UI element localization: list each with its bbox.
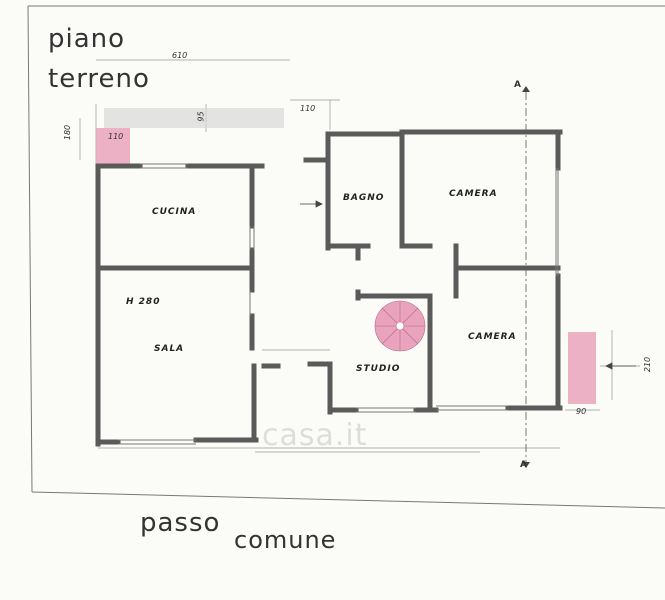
spiral-stair [374, 300, 426, 352]
watermark-logo: casa.it [262, 418, 368, 453]
room-label-sala: SALA [154, 344, 185, 354]
room-label-camera-right: CAMERA [468, 332, 517, 342]
entry-arrows [300, 200, 636, 370]
room-height-label: H 280 [126, 297, 161, 307]
dimension-210: 210 [643, 356, 653, 373]
title-line-2: terreno [48, 64, 150, 94]
window-lines [118, 163, 559, 445]
dimension-110-left: 110 [108, 132, 124, 141]
dimension-90: 90 [576, 407, 587, 416]
faded-strip [104, 108, 284, 128]
dimension-95: 95 [196, 111, 206, 122]
room-label-cucina: CUCINA [152, 207, 197, 217]
dimension-180: 180 [63, 124, 73, 141]
room-label-bagno: BAGNO [343, 193, 385, 203]
sheet-frame [27, 5, 665, 509]
pink-accents [96, 128, 596, 404]
section-mark-bottom: A [520, 460, 527, 470]
footer-word-2: comune [234, 526, 337, 554]
room-label-camera-top: CAMERA [449, 189, 498, 199]
walls [95, 129, 563, 447]
room-label-studio: STUDIO [356, 364, 401, 374]
section-mark-top: A [514, 80, 521, 90]
footer-word-1: passo [140, 508, 221, 538]
dimension-110-top: 110 [300, 104, 316, 113]
dimension-610: 610 [172, 51, 188, 60]
section-arrows [522, 86, 530, 468]
title-line-1: piano [48, 24, 126, 54]
